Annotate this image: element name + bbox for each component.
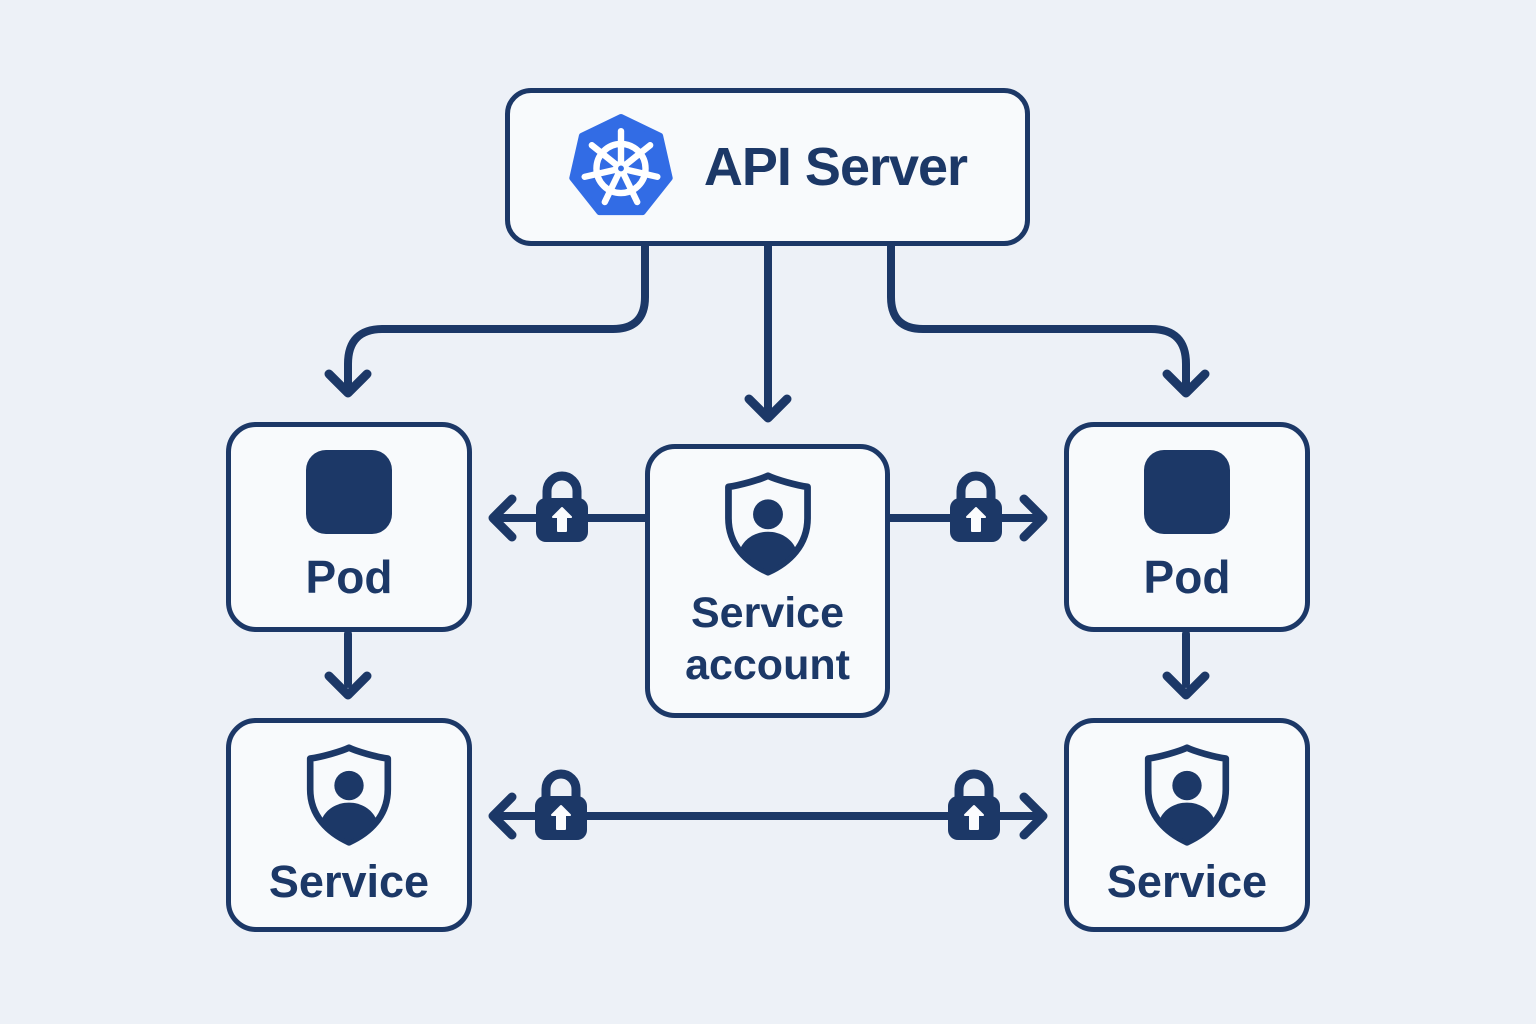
service-right-label: Service	[1106, 856, 1268, 907]
pod-right-label: Pod	[1143, 551, 1231, 603]
edge-service-left-to-service-right	[488, 792, 1048, 840]
service-account-label-line1: Service	[690, 589, 845, 638]
edge-api-to-service-account	[744, 240, 792, 423]
kubernetes-logo-icon	[569, 114, 673, 216]
service-account-label-line2: account	[685, 641, 850, 689]
shield-user-icon	[724, 472, 811, 576]
lock-icon	[536, 471, 588, 542]
pod-left-label: Pod	[305, 551, 393, 603]
api-server-node: API Server	[505, 88, 1030, 246]
edge-pod-left-to-service-left	[324, 630, 372, 700]
pod-left-node: Pod	[226, 422, 472, 632]
api-server-label: API Server	[703, 137, 968, 197]
service-left-label: Service	[268, 856, 430, 907]
shield-user-icon	[306, 744, 392, 846]
edge-api-to-pod-right	[887, 240, 1210, 398]
service-right-node: Service	[1064, 718, 1310, 932]
lock-icon	[950, 471, 1002, 542]
service-left-node: Service	[226, 718, 472, 932]
container-square-icon	[1144, 450, 1230, 534]
lock-icon	[948, 769, 1000, 840]
container-square-icon	[306, 450, 392, 534]
edge-pod-right-to-service-right	[1162, 630, 1210, 700]
edge-api-to-pod-left	[324, 240, 649, 398]
service-account-node: Service account	[645, 444, 890, 718]
service-account-label: Service account	[685, 588, 850, 691]
lock-icon	[535, 769, 587, 840]
pod-right-node: Pod	[1064, 422, 1310, 632]
shield-user-icon	[1144, 744, 1230, 846]
